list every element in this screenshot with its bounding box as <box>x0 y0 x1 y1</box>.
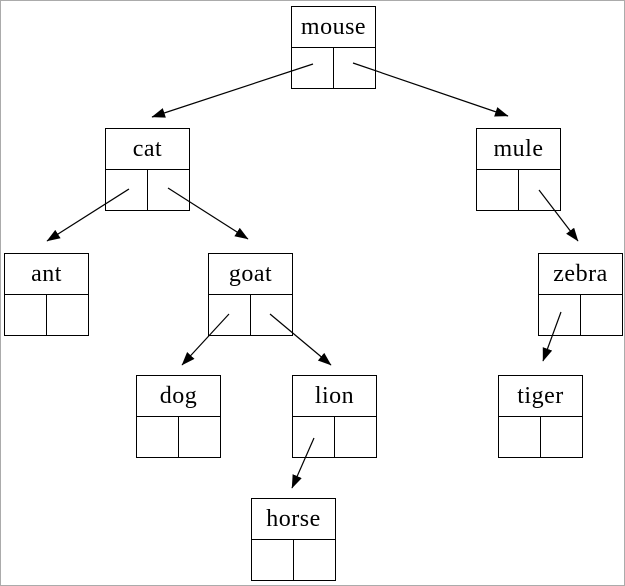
tree-node-lion: lion <box>292 375 377 458</box>
left-pointer-cell <box>106 170 148 210</box>
tree-node-mouse: mouse <box>291 6 376 89</box>
node-pointer-cells <box>136 417 221 458</box>
tree-node-mule: mule <box>476 128 561 211</box>
right-pointer-cell <box>294 540 336 580</box>
node-label: mouse <box>291 6 376 48</box>
left-pointer-cell <box>539 295 581 335</box>
node-pointer-cells <box>476 170 561 211</box>
node-label: mule <box>476 128 561 170</box>
node-pointer-cells <box>292 417 377 458</box>
tree-node-goat: goat <box>208 253 293 336</box>
right-pointer-cell <box>179 417 221 457</box>
right-pointer-cell <box>334 48 376 88</box>
left-pointer-cell <box>499 417 541 457</box>
node-label: tiger <box>498 375 583 417</box>
left-pointer-cell <box>252 540 294 580</box>
node-label: goat <box>208 253 293 295</box>
node-label: ant <box>4 253 89 295</box>
tree-node-ant: ant <box>4 253 89 336</box>
node-label: dog <box>136 375 221 417</box>
tree-node-cat: cat <box>105 128 190 211</box>
left-pointer-cell <box>477 170 519 210</box>
right-pointer-cell <box>581 295 623 335</box>
node-label: lion <box>292 375 377 417</box>
left-pointer-cell <box>5 295 47 335</box>
node-label: horse <box>251 498 336 540</box>
left-pointer-cell <box>292 48 334 88</box>
node-label: zebra <box>538 253 623 295</box>
right-pointer-cell <box>335 417 377 457</box>
pointer-arrow-mouse-cat <box>151 63 314 118</box>
node-label: cat <box>105 128 190 170</box>
node-pointer-cells <box>105 170 190 211</box>
tree-node-dog: dog <box>136 375 221 458</box>
right-pointer-cell <box>519 170 561 210</box>
node-pointer-cells <box>251 540 336 581</box>
right-pointer-cell <box>251 295 293 335</box>
right-pointer-cell <box>47 295 89 335</box>
pointer-arrow-mouse-mule <box>352 62 509 117</box>
node-pointer-cells <box>208 295 293 336</box>
left-pointer-cell <box>293 417 335 457</box>
node-pointer-cells <box>538 295 623 336</box>
right-pointer-cell <box>148 170 190 210</box>
left-pointer-cell <box>209 295 251 335</box>
left-pointer-cell <box>137 417 179 457</box>
tree-node-tiger: tiger <box>498 375 583 458</box>
tree-node-zebra: zebra <box>538 253 623 336</box>
node-pointer-cells <box>291 48 376 89</box>
tree-node-horse: horse <box>251 498 336 581</box>
node-pointer-cells <box>498 417 583 458</box>
node-pointer-cells <box>4 295 89 336</box>
right-pointer-cell <box>541 417 583 457</box>
